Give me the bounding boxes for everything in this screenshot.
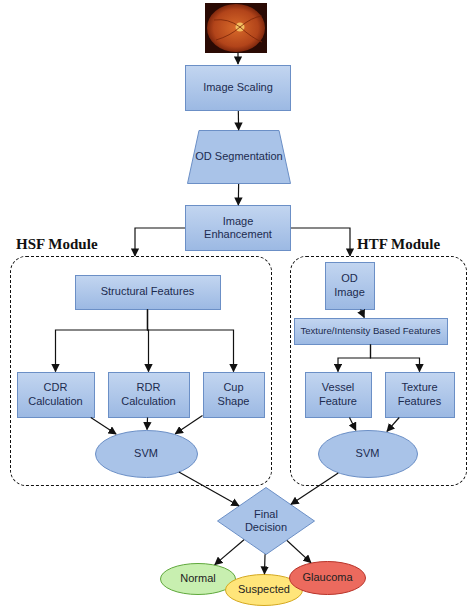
module-title: HSF Module (16, 236, 98, 253)
flow-arrow (175, 415, 202, 433)
node-text: Structural Features (101, 285, 195, 298)
diamond-shape (218, 488, 315, 555)
process-box: Texture/Intensity Based Features (294, 318, 448, 345)
text-holder: SVM (95, 430, 198, 478)
text-holder: Cup Shape (204, 373, 264, 417)
module-group: HTF ModuleOD ImageTexture/Intensity Base… (290, 256, 467, 486)
text-holder: Vessel Feature (306, 373, 371, 417)
text-holder: Structural Features (76, 276, 220, 309)
node-text: Normal (180, 572, 215, 585)
text-holder: Glaucoma (289, 561, 366, 595)
flow-arrow (215, 540, 244, 565)
node-text: Vessel Feature (309, 381, 368, 407)
process-box: Vessel Feature (305, 372, 372, 418)
decision-diamond: Final Decision (217, 487, 315, 555)
text-holder: OD Segmentation (187, 130, 291, 184)
process-ellipse: Normal (160, 563, 236, 595)
node-text: Image Enhancement (189, 215, 287, 241)
ellipse-shape (161, 564, 236, 595)
flow-arrow (135, 228, 185, 256)
process-ellipse: Glaucoma (289, 561, 366, 595)
image-arrow (237, 53, 238, 64)
edge-group (56, 111, 420, 574)
flow-arrow (148, 310, 234, 372)
text-holder: Image Enhancement (186, 206, 290, 250)
text-holder: Texture Features (386, 373, 454, 417)
node-text: Texture Features (389, 381, 451, 407)
text-holder: CDR Calculation (18, 373, 94, 417)
process-box: Cup Shape (203, 372, 265, 418)
fundus-vessels (214, 16, 262, 42)
process-box: RDR Calculation (108, 372, 190, 418)
module-title: HTF Module (357, 236, 440, 253)
text-holder: SVM (318, 430, 418, 478)
node-text: Glaucoma (302, 571, 352, 584)
flow-arrow (148, 310, 149, 372)
text-holder: OD Image (326, 263, 374, 309)
flow-arrow (387, 418, 399, 432)
ellipse-shape (95, 430, 197, 477)
node-text: CDR Calculation (21, 381, 91, 407)
process-box: Texture Features (385, 372, 455, 418)
flow-arrow (291, 228, 350, 256)
node-text: Final Decision (235, 508, 297, 534)
flow-arrow (146, 418, 148, 430)
text-holder: RDR Calculation (109, 373, 189, 417)
flow-arrow (91, 418, 116, 434)
fundus-retina (207, 4, 265, 52)
node-text: SVM (134, 447, 158, 460)
text-holder: Image Scaling (186, 66, 290, 110)
process-ellipse: SVM (318, 430, 418, 478)
text-holder: Texture/Intensity Based Features (295, 319, 447, 344)
fundus-frame (205, 3, 267, 53)
process-box: CDR Calculation (17, 372, 95, 418)
node-text: OD Segmentation (195, 150, 282, 163)
flow-arrow (264, 554, 266, 574)
process-box: Image Scaling (185, 65, 291, 111)
flow-arrow (56, 310, 148, 372)
optic-disc (236, 23, 245, 32)
process-trapezoid: OD Segmentation (187, 130, 291, 184)
node-text: Image Scaling (203, 81, 273, 94)
flow-arrow (179, 472, 239, 506)
ellipse-shape (290, 562, 366, 595)
flow-arrow (371, 345, 420, 372)
flow-arrow (338, 345, 371, 372)
flow-arrow (361, 310, 365, 318)
fundus-image (205, 3, 267, 53)
node-text: Suspected (238, 583, 290, 596)
flow-arrow (238, 111, 239, 130)
flow-arrow (291, 473, 338, 504)
module-group: HSF ModuleStructural FeaturesCDR Calcula… (10, 256, 272, 486)
node-text: Cup Shape (207, 381, 261, 407)
ellipse-shape (318, 430, 417, 477)
process-box: OD Image (325, 262, 375, 310)
flow-arrow (287, 540, 311, 562)
flow-arrow (350, 418, 356, 431)
process-box: Image Enhancement (185, 205, 291, 251)
process-ellipse: SVM (95, 430, 198, 478)
trapezoid-shape (188, 131, 291, 184)
flow-arrow (238, 184, 239, 205)
node-text: RDR Calculation (112, 381, 186, 407)
process-box: Structural Features (75, 275, 221, 310)
node-text: OD Image (329, 272, 371, 298)
node-text: Texture/Intensity Based Features (300, 325, 440, 337)
text-holder: Final Decision (217, 487, 315, 555)
text-holder: Normal (160, 563, 236, 595)
node-text: SVM (356, 447, 380, 460)
